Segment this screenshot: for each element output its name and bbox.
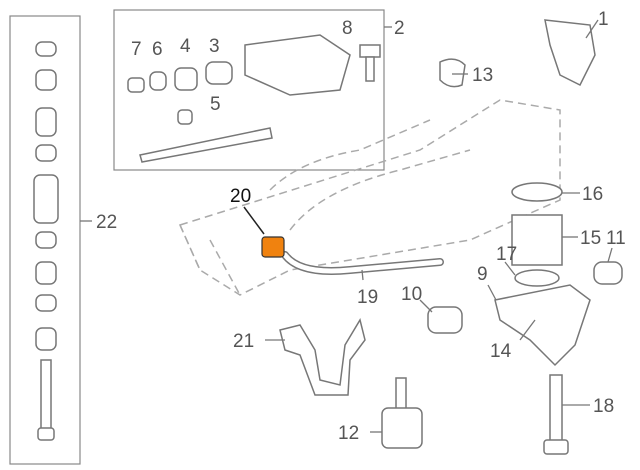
callout-4: 4 — [180, 36, 191, 57]
callout-5: 5 — [210, 94, 221, 115]
part-22-stack — [33, 41, 59, 441]
leader-20 — [243, 206, 265, 235]
callout-10: 10 — [401, 284, 422, 305]
leader-lines — [80, 19, 613, 433]
callout-2: 2 — [394, 18, 405, 39]
callout-14: 14 — [490, 341, 512, 362]
callout-6: 6 — [152, 39, 163, 60]
bushing-20-highlighted[interactable] — [261, 236, 285, 258]
callout-labels: 1 2 3 4 5 6 7 8 9 10 11 12 13 14 15 16 1… — [96, 9, 626, 444]
callout-1: 1 — [598, 9, 609, 30]
callout-13: 13 — [472, 65, 493, 86]
callout-9: 9 — [477, 264, 488, 285]
callout-15: 15 — [580, 228, 601, 249]
callout-7: 7 — [131, 39, 142, 60]
parts-group-2 — [127, 34, 381, 163]
bracket-21 — [279, 318, 366, 396]
callout-16: 16 — [582, 184, 603, 205]
callout-3: 3 — [209, 36, 220, 57]
callout-8: 8 — [342, 18, 353, 39]
group-box-22 — [9, 15, 81, 465]
parts-right — [427, 19, 623, 455]
callout-11: 11 — [606, 228, 626, 249]
callout-22: 22 — [96, 212, 117, 233]
callout-17: 17 — [496, 244, 517, 265]
mount-12 — [381, 377, 423, 449]
callout-21: 21 — [233, 331, 254, 352]
group-box-2 — [113, 9, 385, 171]
frame-outline — [178, 99, 561, 296]
callout-20: 20 — [230, 186, 251, 207]
callout-12: 12 — [338, 423, 359, 444]
callout-18: 18 — [593, 396, 614, 417]
callout-19: 19 — [357, 287, 378, 308]
